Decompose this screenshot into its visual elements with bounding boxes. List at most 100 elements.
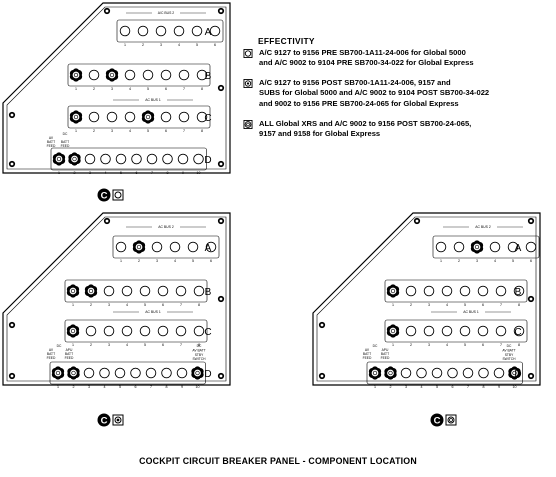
circuit-breaker: [191, 25, 203, 37]
breaker-number: 2: [74, 171, 76, 175]
bus-c-label: AC BUS 1: [145, 310, 161, 314]
circuit-breaker: [169, 241, 181, 253]
row-letter: B: [205, 287, 212, 298]
callout-c-icon: [97, 188, 111, 202]
side-label: BATT: [47, 140, 55, 144]
screw-icon-center: [529, 297, 533, 301]
effectivity-marker-inner-ring: [449, 418, 453, 422]
effectivity-marker-icon: [445, 414, 457, 426]
breaker-number: 2: [390, 385, 392, 389]
bus-a-label: A/C BUS 2: [158, 11, 175, 15]
right-label: SWITCH: [502, 357, 516, 361]
breaker-number: 2: [142, 43, 144, 47]
breaker-number: 7: [180, 343, 182, 347]
row-frame: [384, 279, 528, 303]
circuit-breaker: [416, 367, 427, 379]
breaker-number: 8: [483, 385, 485, 389]
breaker-number: 1: [72, 343, 74, 347]
circuit-breaker: [368, 366, 382, 380]
circuit-breaker: [175, 285, 187, 297]
row-letter: D: [204, 369, 211, 380]
breaker-number: 6: [214, 43, 216, 47]
breaker-number: 4: [421, 385, 423, 389]
breaker-number: 2: [73, 385, 75, 389]
circuit-breaker: [477, 325, 489, 337]
circuit-breaker: [137, 25, 149, 37]
side-label: APU: [66, 348, 73, 352]
breaker-number: 5: [436, 385, 438, 389]
circuit-breaker: [513, 325, 525, 337]
circuit-breaker: [88, 69, 100, 81]
breaker-number: 5: [464, 303, 466, 307]
effectivity-item-1: A/C 9127 to 9156 PRE SB700-1A11-24-006 f…: [242, 48, 554, 69]
breaker-number: 1: [75, 87, 77, 91]
screw-icon-center: [10, 374, 14, 378]
circuit-breaker: [155, 25, 167, 37]
circuit-breaker-cap: [390, 288, 396, 294]
breaker-number: 6: [210, 259, 212, 263]
panel-outline: [2, 2, 231, 174]
breaker-number: 7: [500, 343, 502, 347]
breaker-number: 1: [72, 303, 74, 307]
screw-icon-center: [219, 9, 223, 13]
breaker-number: 10: [196, 385, 200, 389]
circuit-breaker: [191, 366, 204, 380]
breaker-number: 8: [518, 343, 520, 347]
effectivity-marker-ring: [447, 416, 455, 424]
side-label: BATT: [65, 352, 73, 356]
circuit-breaker: [441, 325, 453, 337]
circuit-breaker: [51, 366, 65, 380]
circuit-breaker: [103, 285, 115, 297]
callout-c-icon: [97, 413, 111, 427]
row-letter: B: [515, 287, 522, 298]
effectivity-item-3-line-1: ALL Global XRS and A/C 9002 to 9156 POST…: [259, 119, 472, 128]
breaker-number: 4: [174, 259, 176, 263]
circuit-breaker-cap: [73, 114, 79, 120]
circuit-breaker: [470, 240, 484, 254]
circuit-breaker: [431, 367, 443, 379]
row-letter: C: [514, 327, 521, 338]
circuit-breaker: [477, 285, 489, 297]
breaker-number: 2: [93, 129, 95, 133]
circuit-breaker: [114, 367, 126, 379]
breaker-number: 3: [428, 343, 430, 347]
bus-c-label: AC BUS 1: [463, 310, 479, 314]
screw-icon-center: [10, 113, 14, 117]
breaker-number: 5: [464, 343, 466, 347]
breaker-number: 2: [138, 259, 140, 263]
circuit-breaker: [69, 110, 83, 124]
screw-icon-center: [415, 219, 419, 223]
row-frame: [432, 235, 540, 259]
circuit-breaker-cap: [70, 288, 76, 294]
circuit-breaker: [141, 110, 155, 124]
breaker-number: 3: [89, 171, 91, 175]
breaker-number: 6: [452, 385, 454, 389]
row-frame: [116, 19, 224, 43]
side-label: AV: [49, 136, 54, 140]
breaker-number: 5: [120, 171, 122, 175]
screw-icon-center: [219, 162, 223, 166]
effectivity-marker-icon: [112, 189, 124, 201]
screw-icon-center: [105, 219, 109, 223]
effectivity-item-2-line-3: and 9002 to 9156 PRE SB700-24-065 for Gl…: [259, 98, 459, 108]
circuit-breaker: [459, 285, 471, 297]
breaker-number: 2: [90, 343, 92, 347]
breaker-number: 5: [192, 259, 194, 263]
row-letter: A: [205, 27, 212, 38]
circuit-breaker-cap: [70, 328, 76, 334]
circuit-breaker: [513, 285, 525, 297]
right-label: SWITCH: [192, 357, 206, 361]
breaker-number: 3: [160, 43, 162, 47]
breaker-number: 1: [392, 343, 394, 347]
breaker-number: 6: [530, 259, 532, 263]
row-letter: A: [205, 243, 212, 254]
circuit-breaker-cap: [72, 156, 77, 162]
breaker-number: 6: [135, 385, 137, 389]
breaker-number: 2: [93, 87, 95, 91]
circuit-breaker: [121, 325, 133, 337]
breaker-number: 4: [104, 385, 106, 389]
breaker-number: 1: [120, 259, 122, 263]
